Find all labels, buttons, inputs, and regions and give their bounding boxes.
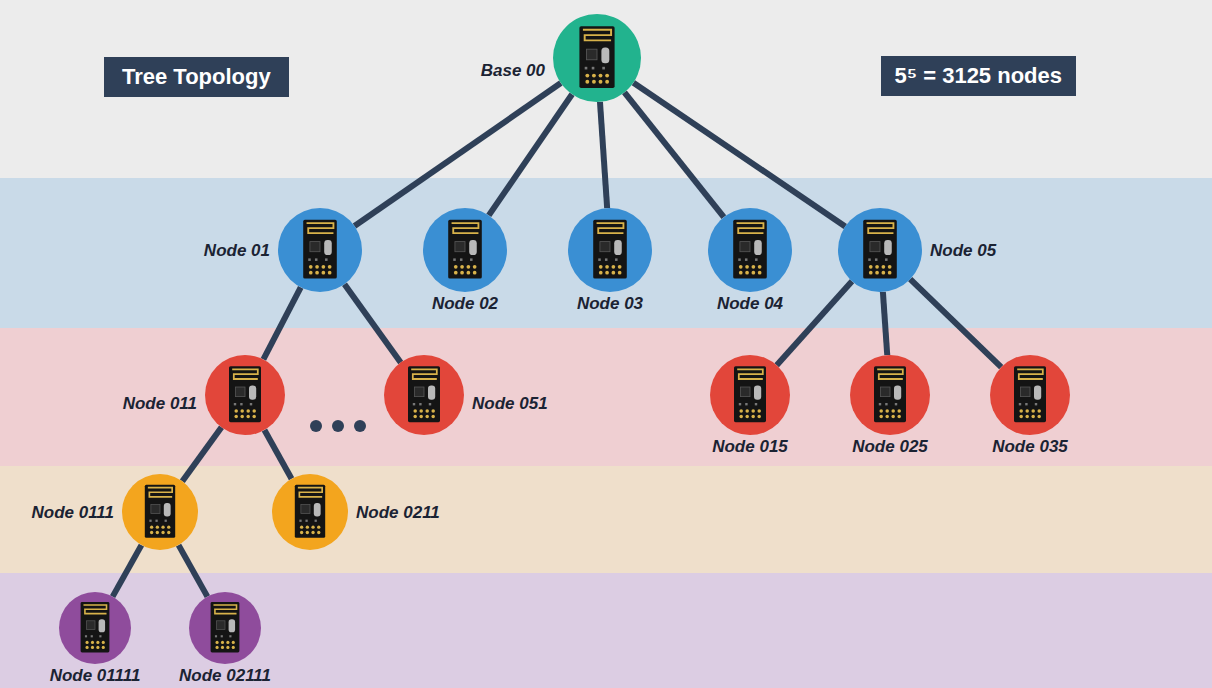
radio-node: Node 011: [205, 355, 285, 435]
radio-module-icon: [122, 474, 198, 550]
radio-module-icon: [423, 208, 507, 292]
node-label: Node 0111: [31, 504, 114, 521]
node-label: Node 03: [577, 295, 643, 312]
radio-module-icon: [553, 14, 641, 102]
radio-module-icon: [990, 355, 1070, 435]
radio-node: Node 051: [384, 355, 464, 435]
tree-link: [910, 279, 1001, 367]
node-label: Node 035: [992, 438, 1068, 455]
tree-link: [883, 292, 887, 355]
node-label: Node 05: [930, 242, 996, 259]
tree-link: [344, 284, 400, 362]
radio-node: Node 01111: [59, 592, 131, 664]
tree-link: [113, 545, 142, 596]
node-label: Node 0211: [356, 504, 440, 521]
tree-link: [489, 94, 572, 215]
tree-link: [600, 102, 607, 208]
radio-node: Node 015: [710, 355, 790, 435]
title-box: Tree Topology: [104, 57, 289, 97]
tree-link: [633, 83, 845, 227]
node-label: Node 01: [204, 242, 270, 259]
radio-node: Node 01: [278, 208, 362, 292]
tree-link: [264, 430, 291, 479]
radio-module-icon: [384, 355, 464, 435]
radio-module-icon: [568, 208, 652, 292]
radio-module-icon: [272, 474, 348, 550]
tree-link: [777, 281, 852, 365]
node-label: Node 04: [717, 295, 783, 312]
radio-node: Node 0211: [272, 474, 348, 550]
radio-module-icon: [850, 355, 930, 435]
node-label: Base 00: [481, 62, 545, 79]
node-label: Node 015: [712, 438, 788, 455]
node-label: Node 02111: [179, 667, 271, 684]
radio-node: Node 04: [708, 208, 792, 292]
radio-module-icon: [205, 355, 285, 435]
radio-node: Node 03: [568, 208, 652, 292]
radio-node: Node 02111: [189, 592, 261, 664]
tree-link: [182, 427, 221, 481]
radio-module-icon: [708, 208, 792, 292]
count-text: 5⁵ = 3125 nodes: [895, 63, 1062, 88]
radio-node: Node 02: [423, 208, 507, 292]
radio-module-icon: [278, 208, 362, 292]
node-label: Node 011: [123, 395, 197, 412]
radio-module-icon: [189, 592, 261, 664]
radio-node: Node 035: [990, 355, 1070, 435]
node-label: Node 051: [472, 395, 548, 412]
radio-node: Node 0111: [122, 474, 198, 550]
node-label: Node 025: [852, 438, 928, 455]
node-label: Node 01111: [50, 667, 141, 684]
title-text: Tree Topology: [122, 64, 271, 89]
tree-link: [263, 287, 300, 359]
radio-module-icon: [838, 208, 922, 292]
radio-node: Base 00: [553, 14, 641, 102]
node-label: Node 02: [432, 295, 498, 312]
radio-module-icon: [59, 592, 131, 664]
count-box: 5⁵ = 3125 nodes: [881, 56, 1076, 96]
tree-link: [179, 545, 208, 596]
radio-node: Node 05: [838, 208, 922, 292]
radio-node: Node 025: [850, 355, 930, 435]
radio-module-icon: [710, 355, 790, 435]
